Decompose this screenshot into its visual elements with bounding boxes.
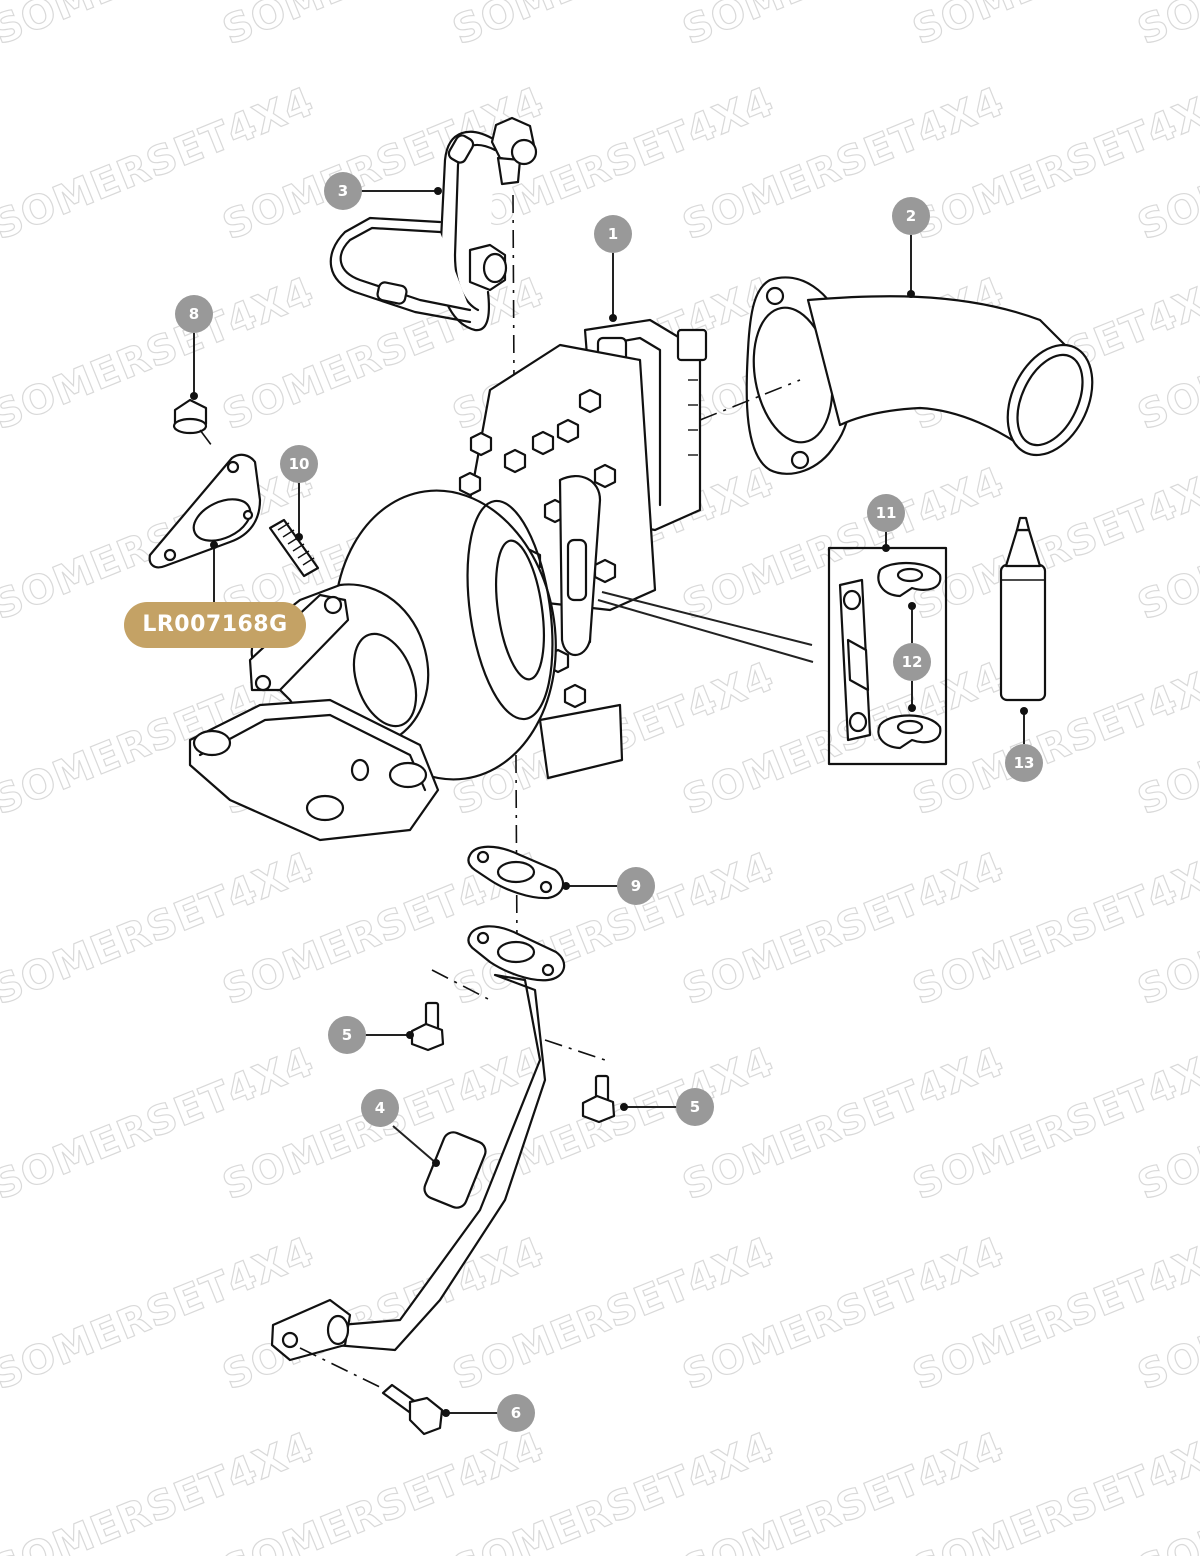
callout-12: 12 xyxy=(893,643,931,681)
turbocharger-assembly xyxy=(188,318,708,842)
svg-text:11: 11 xyxy=(876,504,897,522)
drain-bolt-left xyxy=(410,1001,445,1052)
part-number-label[interactable]: LR007168G xyxy=(124,602,306,648)
callout-6: 6 xyxy=(497,1394,535,1432)
drain-gasket xyxy=(467,845,565,900)
svg-text:1: 1 xyxy=(608,225,618,243)
svg-text:6: 6 xyxy=(511,1404,521,1422)
svg-text:2: 2 xyxy=(906,207,916,225)
nut xyxy=(172,398,216,451)
gasket-kit-box xyxy=(827,546,948,766)
svg-text:5: 5 xyxy=(342,1026,352,1044)
svg-text:4: 4 xyxy=(375,1099,385,1117)
callout-5-right: 5 xyxy=(676,1088,714,1126)
callout-3: 3 xyxy=(324,172,362,210)
leader-lines xyxy=(190,187,1028,1417)
sealant-tube xyxy=(999,516,1047,702)
callout-10: 10 xyxy=(280,445,318,483)
svg-text:13: 13 xyxy=(1014,754,1035,772)
svg-text:12: 12 xyxy=(902,653,923,671)
callout-13: 13 xyxy=(1005,744,1043,782)
svg-text:3: 3 xyxy=(338,182,348,200)
callout-1: 1 xyxy=(594,215,632,253)
callout-9: 9 xyxy=(617,867,655,905)
oil-feed-pipe xyxy=(329,116,538,332)
callout-2: 2 xyxy=(892,197,930,235)
watermark-text: SOMERSET4X4 xyxy=(1132,0,1200,54)
stud xyxy=(268,518,320,578)
flange-bolt xyxy=(381,1383,444,1436)
callout-8: 8 xyxy=(175,295,213,333)
inlet-gasket xyxy=(148,453,262,569)
svg-text:10: 10 xyxy=(289,455,310,473)
svg-text:5: 5 xyxy=(690,1098,700,1116)
oil-drain-pipe xyxy=(270,925,606,1393)
svg-text:9: 9 xyxy=(631,877,641,895)
outlet-elbow-pipe xyxy=(699,276,1094,475)
callout-5-left: 5 xyxy=(328,1016,366,1054)
callout-4: 4 xyxy=(361,1089,399,1127)
drain-bolt-right xyxy=(581,1074,616,1124)
svg-text:8: 8 xyxy=(189,305,199,323)
callout-11: 11 xyxy=(867,494,905,532)
